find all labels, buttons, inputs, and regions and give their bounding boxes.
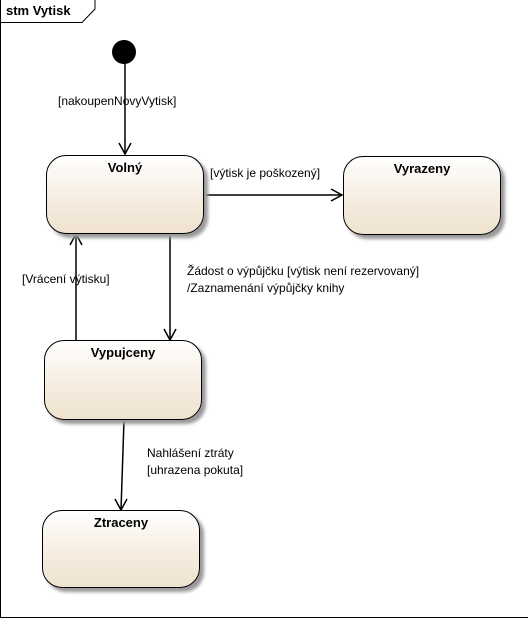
frame-title-tab <box>0 0 96 23</box>
transition-vypujceny-ztraceny-arrow <box>114 419 128 512</box>
state-ztraceny-label: Ztraceny <box>93 515 149 530</box>
initial-node <box>112 40 136 64</box>
transition-volny-vyrazeny-label: [výtisk je poškozený] <box>210 166 321 180</box>
transition-initial-arrow <box>118 64 132 156</box>
state-vyrazeny[interactable]: Vyrazeny <box>343 156 501 235</box>
state-vypujceny[interactable]: Vypujceny <box>44 340 202 420</box>
state-volny-label: Volný <box>107 160 143 175</box>
transition-vypujceny-ztraceny-label-line2: [uhrazena pokuta] <box>147 463 244 477</box>
state-volny[interactable]: Volný <box>46 155 204 234</box>
state-vypujceny-label: Vypujceny <box>90 345 156 360</box>
transition-vypujceny-ztraceny-label-line1: Nahlášení ztráty <box>147 446 234 460</box>
transition-vypujceny-volny-arrow <box>69 232 83 340</box>
state-ztraceny[interactable]: Ztraceny <box>42 510 200 588</box>
transition-volny-vypujceny-label-line1: Žádost o výpůjčku [výtisk není rezervova… <box>187 264 420 278</box>
diagram-title: stm Vytisk <box>6 3 71 18</box>
transition-volny-vypujceny-label-line2: /Zaznamenání výpůjčky knihy <box>187 281 345 295</box>
transition-vypujceny-volny-label: [Vrácení výtisku] <box>22 272 110 286</box>
transition-volny-vyrazeny-arrow <box>204 188 344 202</box>
transition-initial-label: [nakoupenNovyVytisk] <box>58 94 177 108</box>
state-vyrazeny-label: Vyrazeny <box>393 161 451 176</box>
transition-volny-vypujceny-arrow <box>163 234 177 342</box>
